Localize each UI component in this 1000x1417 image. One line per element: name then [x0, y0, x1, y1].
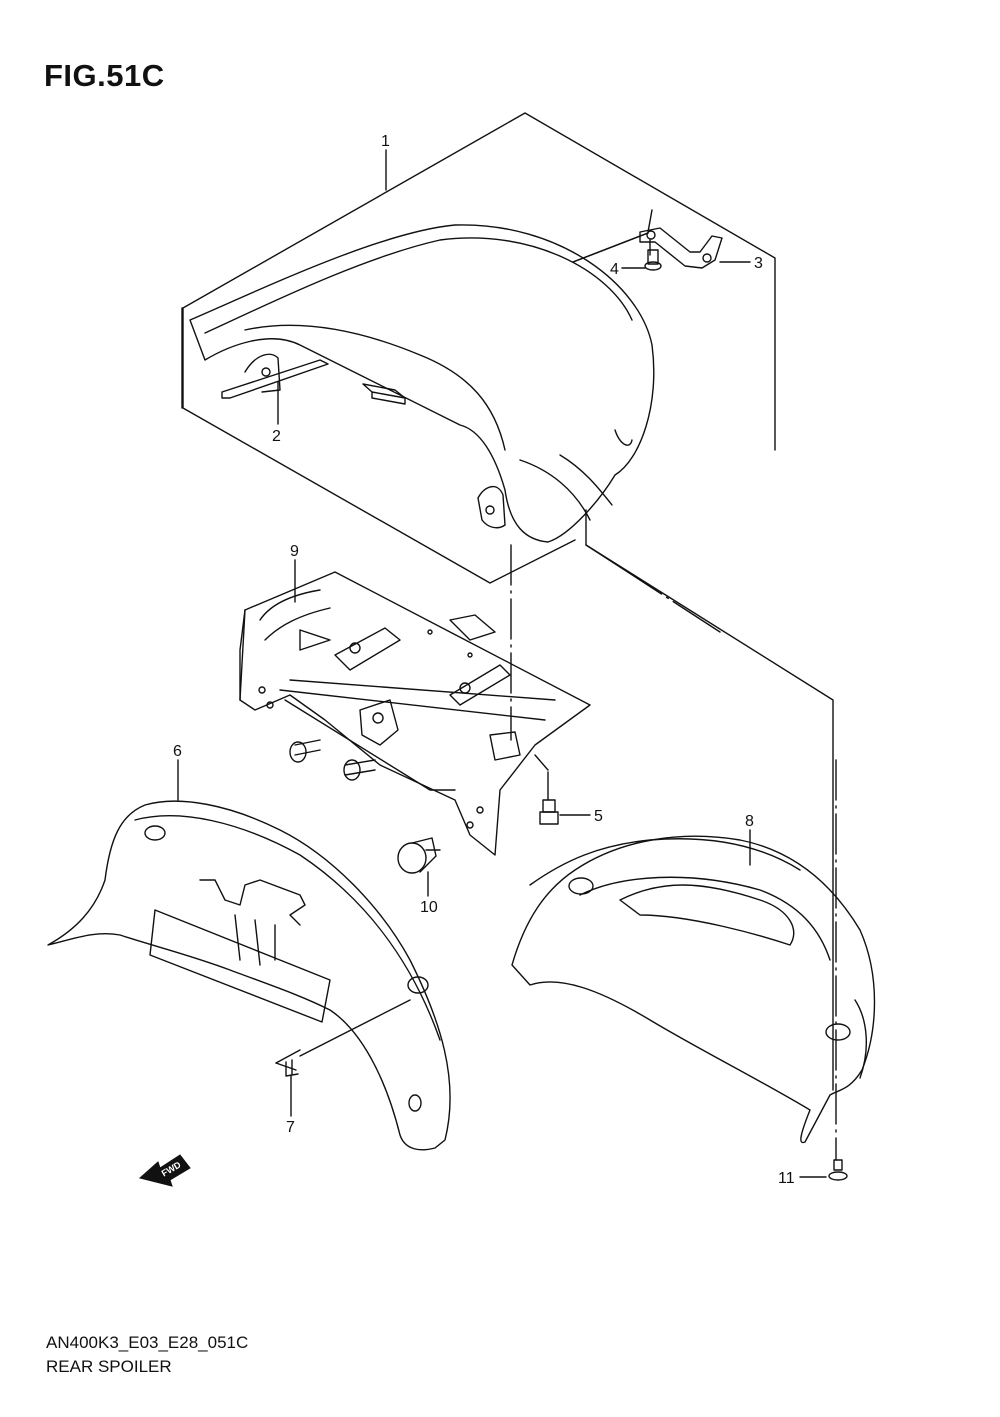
assembly-box [182, 112, 834, 1091]
callout-4: 4 [610, 261, 619, 278]
callout-8: 8 [745, 813, 754, 830]
screw-4 [644, 209, 662, 271]
bolt-5 [539, 771, 559, 825]
left-spoiler-cover [47, 800, 451, 1151]
stay-plate [639, 227, 723, 269]
callout-7: 7 [286, 1119, 295, 1136]
leader-5 [534, 754, 591, 816]
clip-7 [275, 1049, 301, 1077]
seat-cowl [189, 224, 655, 543]
assembly-box-inner [181, 232, 649, 409]
callout-10: 10 [420, 899, 438, 916]
callout-6: 6 [173, 743, 182, 760]
leader-7 [290, 999, 411, 1117]
spoiler-frame [239, 571, 591, 856]
section-name: REAR SPOILER [46, 1357, 172, 1376]
callout-2: 2 [272, 428, 281, 445]
callout-1: 1 [381, 133, 390, 150]
model-code: AN400K3_E03_E28_051C [46, 1333, 249, 1352]
figure-title: FIG.51C [44, 58, 165, 93]
callout-11: 11 [778, 1170, 795, 1187]
screw-11 [828, 1159, 848, 1181]
axis-line-right [585, 544, 721, 633]
fwd-arrow-icon: FWD [138, 1154, 191, 1187]
bolt-10 [397, 837, 441, 874]
callout-9: 9 [290, 543, 299, 560]
callout-3: 3 [754, 255, 763, 272]
callout-5: 5 [594, 808, 603, 825]
right-spoiler-cover [511, 835, 876, 1144]
